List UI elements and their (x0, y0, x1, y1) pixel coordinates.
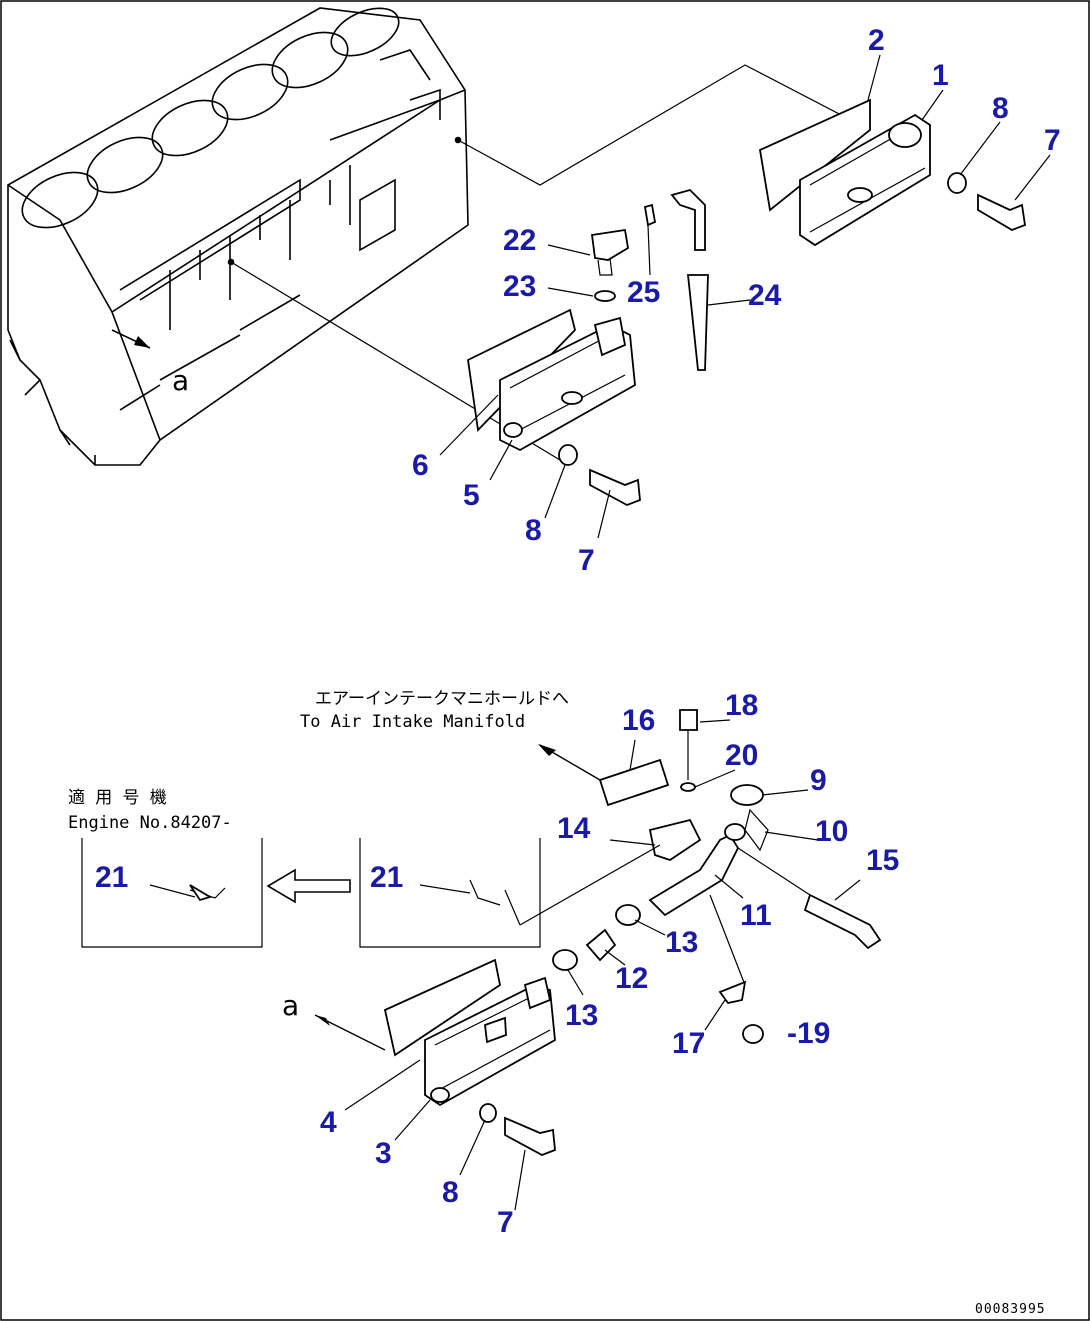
callout-6: 6 (412, 449, 429, 482)
leader-block-cover-upper (457, 64, 871, 186)
air-intake-arrow (538, 744, 601, 781)
callout-labels: 2 1 8 7 22 23 25 24 6 5 8 7 16 18 20 9 1… (95, 24, 1061, 1239)
callout-7-lower: 7 (497, 1206, 514, 1239)
callout-2: 2 (868, 24, 885, 57)
serial-jp: 適 用 号 機 (68, 788, 167, 808)
callout-9: 9 (810, 764, 827, 797)
view-marker-top: a (172, 364, 189, 397)
callout-14: 14 (557, 812, 591, 845)
callout-12: 12 (615, 962, 648, 995)
callout-20: 20 (725, 739, 758, 772)
view-arrow-bottom: a (282, 989, 386, 1051)
note-air-intake-en: To Air Intake Manifold (300, 712, 525, 732)
breather-items (590, 188, 709, 371)
callout-25: 25 (627, 276, 660, 309)
serial-en: Engine No.84207- (68, 813, 232, 833)
callout-15: 15 (866, 844, 899, 877)
view-arrow-top: a (111, 329, 189, 397)
view-marker-bottom: a (282, 989, 299, 1022)
document-number: 00083995 (975, 1302, 1046, 1317)
callout-24: 24 (748, 279, 782, 312)
callout-8-lower: 8 (442, 1176, 459, 1209)
callout-7: 7 (1044, 124, 1061, 157)
callout-8-middle: 8 (525, 514, 542, 547)
callout-4: 4 (320, 1106, 337, 1139)
callout-1: 1 (932, 59, 949, 92)
breather-cover-upper (758, 98, 1026, 247)
callout-8: 8 (992, 92, 1009, 125)
callout-22: 22 (503, 224, 536, 257)
callout-3: 3 (375, 1137, 392, 1170)
breather-hose-assembly (383, 709, 882, 1156)
callout-21-right: 21 (370, 861, 403, 894)
callout-16: 16 (622, 704, 655, 737)
callout-18: 18 (725, 689, 758, 722)
callout-5: 5 (463, 479, 480, 512)
detail-box-left (81, 838, 263, 948)
callout-19: -19 (787, 1017, 830, 1050)
detail-box-right (359, 838, 661, 948)
engine-block (7, 7, 469, 466)
callout-7-middle: 7 (578, 544, 595, 577)
callout-17: 17 (672, 1027, 705, 1060)
callout-10: 10 (815, 815, 848, 848)
hollow-arrow (266, 868, 351, 904)
leader-lines (344, 54, 1051, 1211)
callout-13-upper: 13 (665, 926, 698, 959)
callout-13-lower: 13 (565, 999, 598, 1032)
breather-cover-middle (467, 308, 641, 506)
callout-11: 11 (740, 899, 772, 932)
callout-21-left: 21 (95, 861, 128, 894)
callout-23: 23 (503, 270, 536, 303)
note-air-intake-jp: エアーインテークマニホールドへ (315, 689, 569, 709)
